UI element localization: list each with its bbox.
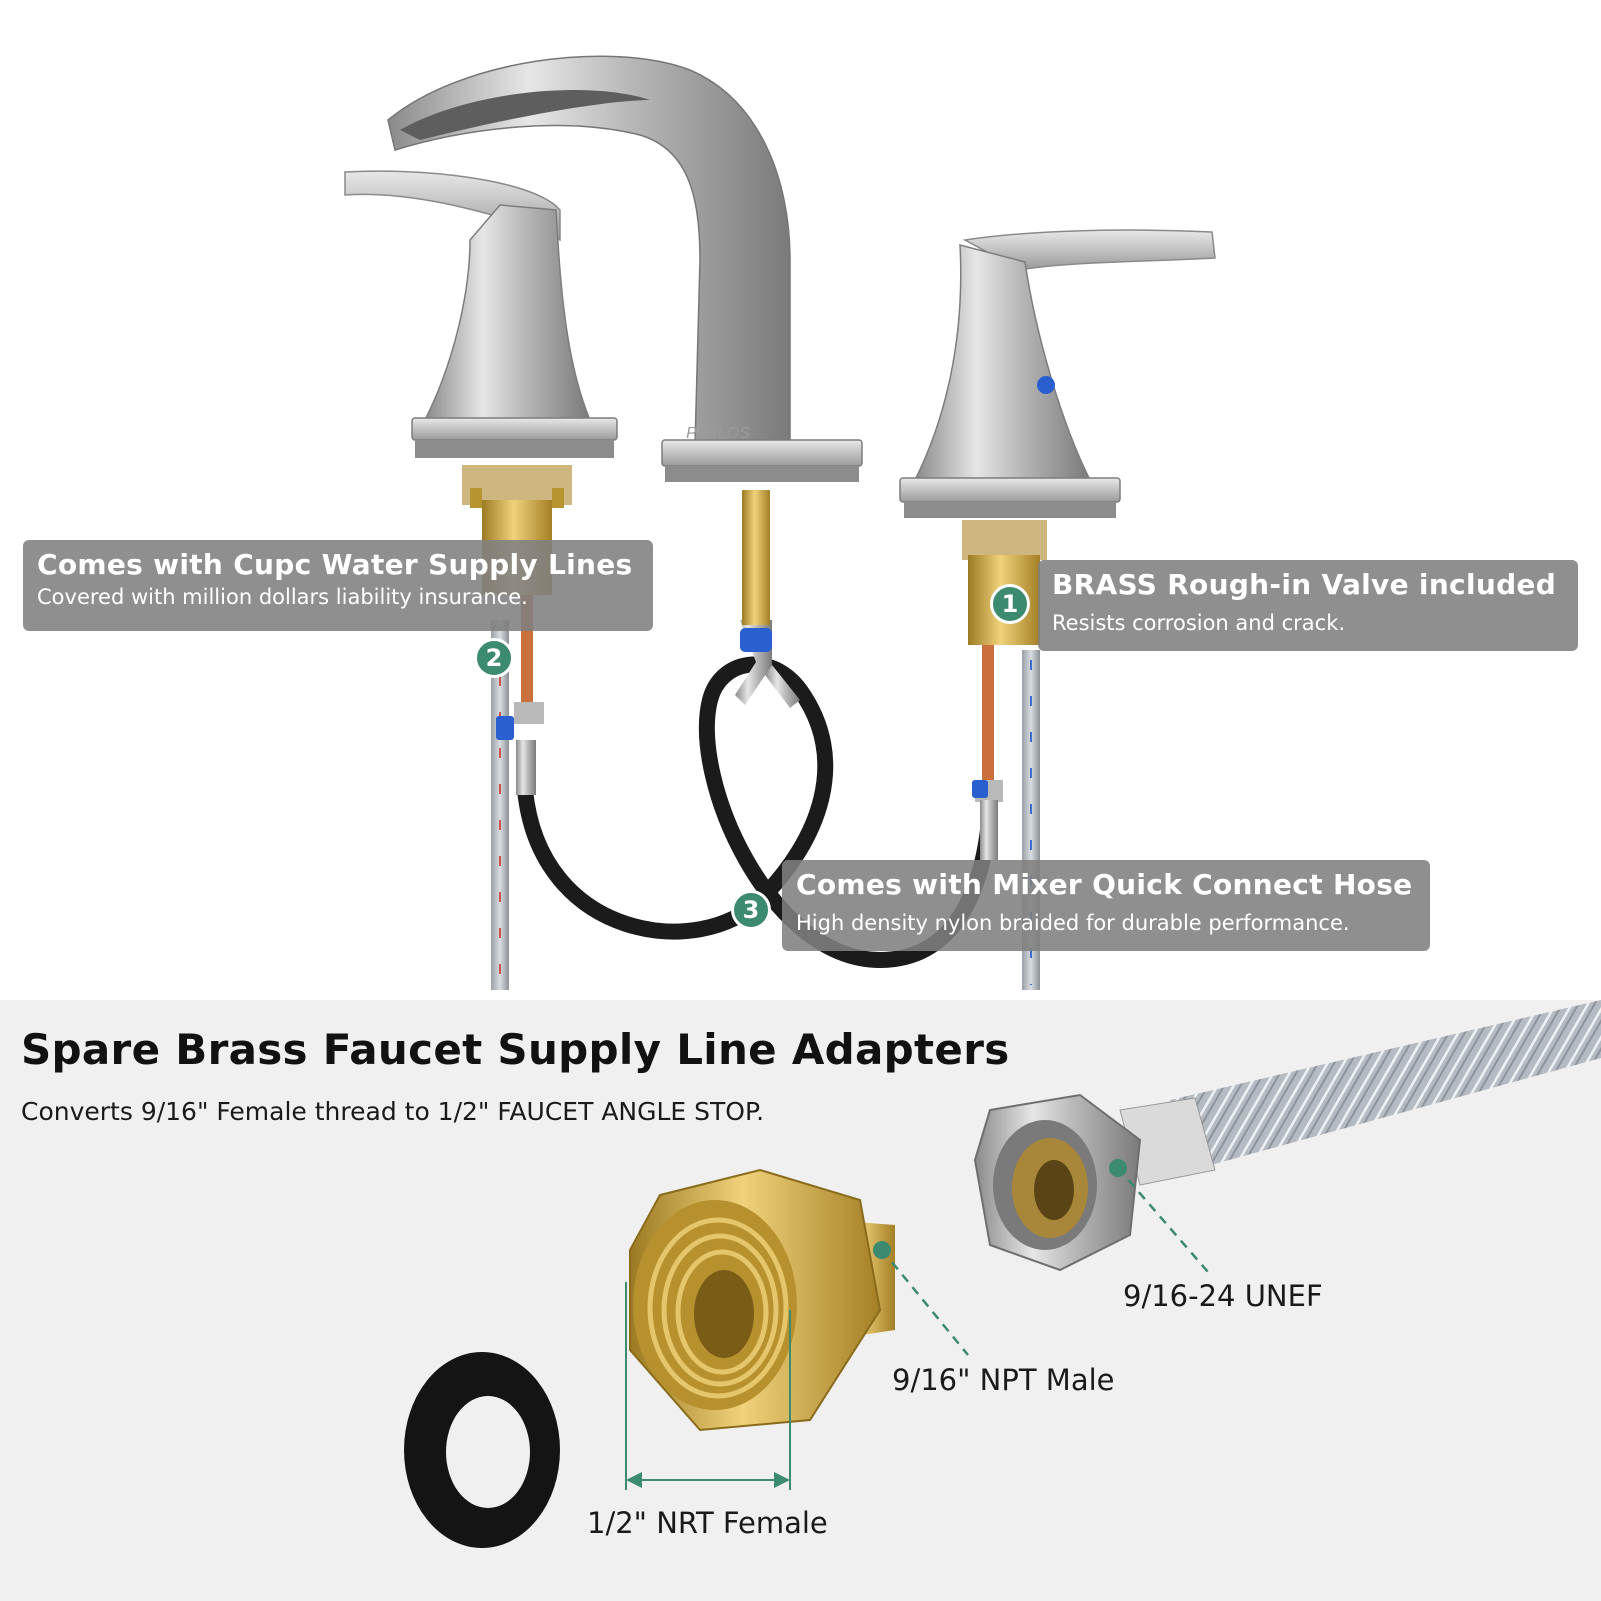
faucet-set: PARLOS [344, 55, 1216, 990]
cold-marker [1037, 376, 1055, 394]
callout-title: BRASS Rough-in Valve included [1052, 568, 1557, 601]
callout-subtitle: Covered with million dollars liability i… [37, 585, 528, 609]
label-nrt-female: 1/2" NRT Female [587, 1506, 828, 1540]
callout-subtitle: High density nylon braided for durable p… [796, 911, 1350, 935]
callout-mixer-hose: Comes with Mixer Quick Connect Hose High… [782, 860, 1430, 951]
label-npt-male: 9/16" NPT Male [892, 1363, 1115, 1397]
callout-brass-valve: BRASS Rough-in Valve included Resists co… [1038, 560, 1578, 651]
annotation-leaders [625, 1159, 1209, 1490]
brand-mark: PARLOS [686, 425, 750, 442]
callout-supply-lines: Comes with Cupc Water Supply Lines Cover… [23, 540, 653, 631]
callout-subtitle: Resists corrosion and crack. [1052, 611, 1346, 635]
badge-3: 3 [731, 890, 771, 930]
section-subheading: Converts 9/16" Female thread to 1/2" FAU… [21, 1097, 765, 1126]
spout [387, 55, 791, 446]
section-heading: Spare Brass Faucet Supply Line Adapters [21, 1025, 1010, 1074]
brass-adapter [629, 1168, 895, 1432]
left-supply-line [491, 620, 509, 990]
hose-nut [973, 1093, 1142, 1272]
callout-title: Comes with Mixer Quick Connect Hose [796, 868, 1413, 901]
mixer-hose [517, 656, 998, 969]
callout-title: Comes with Cupc Water Supply Lines [37, 548, 633, 581]
badge-2: 2 [474, 638, 514, 678]
label-unef: 9/16-24 UNEF [1123, 1279, 1323, 1313]
badge-1: 1 [990, 584, 1030, 624]
rubber-washer [404, 1352, 560, 1548]
